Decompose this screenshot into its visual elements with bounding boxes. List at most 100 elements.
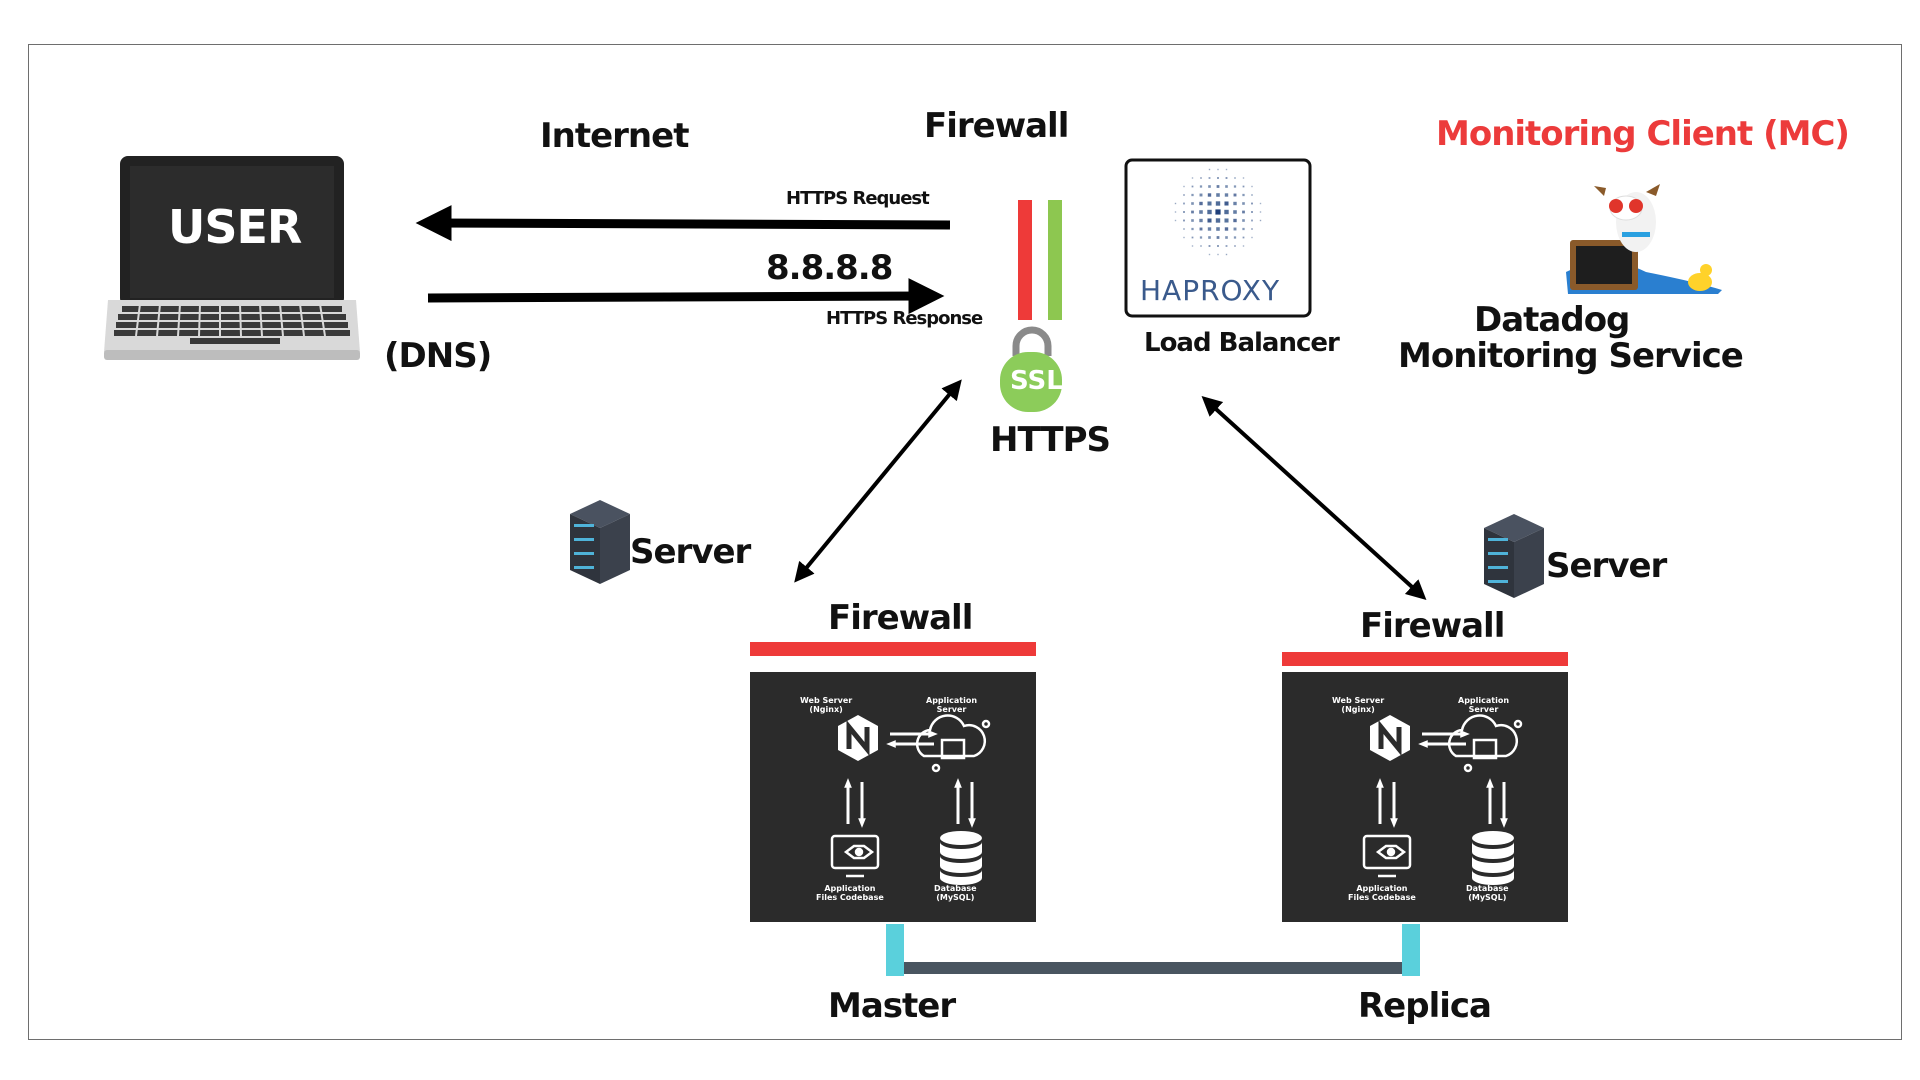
haproxy-logo-dot [1233,227,1237,231]
haproxy-logo-dot [1208,245,1211,247]
left-firewall-label: Firewall [828,598,973,638]
haproxy-logo-dot [1216,236,1220,239]
internet-label: Internet [540,116,689,156]
haproxy-logo-dot [1208,253,1211,256]
haproxy-logo-dot [1233,218,1237,223]
haproxy-logo-dot [1183,211,1185,213]
haproxy-logo-dot [1199,227,1203,231]
haproxy-logo-dot [1208,185,1211,188]
haproxy-logo-dot [1183,194,1185,196]
haproxy-logo-dot [1224,201,1229,206]
haproxy-logo-dot [1233,193,1237,197]
haproxy-logo-dot [1207,193,1212,197]
haproxy-logo-dot [1199,236,1203,239]
firewall-icon [1018,200,1062,320]
user-label: USER [168,200,302,254]
https-request-arrow [415,205,951,242]
datadog-label: Datadog [1474,300,1630,340]
firewall-label: Firewall [924,106,1069,146]
haproxy-logo-dot [1200,177,1202,179]
haproxy-logo-dot [1233,210,1237,214]
haproxy-logo-dot [1242,245,1245,247]
haproxy-logo-dot [1208,168,1211,171]
haproxy-logo-dot [1200,245,1202,247]
haproxy-logo-dot [1259,211,1262,213]
https-response-arrow [427,278,945,315]
haproxy-logo-dot [1251,228,1253,230]
haproxy-logo-dot [1207,201,1212,206]
haproxy-logo-dot [1199,218,1203,223]
haproxy-logo-dot [1242,193,1245,197]
master-label: Master [828,986,956,1026]
haproxy-logo-dot [1225,168,1228,171]
left-server-stack [750,672,1036,922]
haproxy-logo-dot [1191,236,1194,239]
haproxy-logo-dot [1234,177,1236,179]
left-server-label: Server [630,532,751,572]
haproxy-logo-dot [1259,202,1262,205]
nginx-icon [838,715,878,761]
database-icon [940,831,982,885]
server-rack-icon [570,500,630,584]
haproxy-logo-dot [1242,236,1245,239]
haproxy-logo-dot [1242,227,1245,231]
haproxy-logo-dot [1251,211,1253,213]
haproxy-logo-dot [1242,219,1245,222]
haproxy-logo-dot [1174,219,1177,222]
haproxy-logo-dot [1191,245,1194,247]
haproxy-logo-dot [1191,202,1194,205]
cloud-app-server-icon [915,714,991,773]
haproxy-logo-dot [1183,219,1185,222]
diagram-frame [28,44,1902,1040]
haproxy-logo-dot [1199,201,1203,206]
haproxy-logo-dot [1217,253,1219,256]
haproxy-logo-dot [1242,210,1245,214]
haproxy-logo-dot [1174,211,1177,213]
haproxy-logo-dot [1183,228,1185,230]
haproxy-logo-dot [1233,185,1237,188]
haproxy-logo-dot [1259,219,1262,222]
haproxy-logo-dot [1191,210,1194,214]
dns-label: (DNS) [384,336,492,376]
right-server-label: Server [1546,546,1667,586]
haproxy-logo-dot [1215,201,1221,206]
haproxy-logo-dot [1242,202,1245,205]
laptop-icon [104,156,360,360]
https-label: HTTPS [990,420,1111,460]
left-database-caption: Database(MySQL) [934,884,977,902]
loadbalancer-to-right-server-arrow [1201,395,1427,601]
right-firewall-label: Firewall [1360,606,1505,646]
haproxy-logo-dot [1242,185,1245,188]
haproxy-logo-dot [1191,193,1194,197]
replication-link [886,924,1420,976]
haproxy-logo-dot [1251,194,1253,196]
haproxy-logo-dot [1183,236,1185,239]
right-web-server-caption: Web Server(Nginx) [1332,696,1385,714]
haproxy-logo-dot [1183,202,1185,205]
https-to-left-server-arrow [794,379,962,583]
haproxy-logo-dot [1251,185,1253,188]
haproxy-logo-dot [1199,210,1203,214]
haproxy-logo-dot [1251,236,1253,239]
haproxy-logo-dot [1191,177,1194,179]
replica-label: Replica [1358,986,1492,1026]
haproxy-logo-dot [1251,202,1253,205]
left-firewall-bar [750,642,1036,656]
haproxy-logo-dot [1225,245,1228,247]
ip-address-label: 8.8.8.8 [766,248,893,288]
haproxy-logo-dot [1174,202,1177,205]
datadog-mascot-icon [1566,184,1722,294]
haproxy-logo-dot [1215,209,1221,215]
haproxy-logo-dot [1191,219,1194,222]
haproxy-logo-dot [1224,209,1229,215]
server-rack-icon [1484,514,1544,598]
haproxy-logo-dot [1233,236,1237,239]
cloud-app-server-icon [1447,714,1523,773]
haproxy-logo-dot [1207,227,1212,231]
haproxy-logo-dot [1225,253,1228,256]
haproxy-logo-dot [1225,177,1228,179]
